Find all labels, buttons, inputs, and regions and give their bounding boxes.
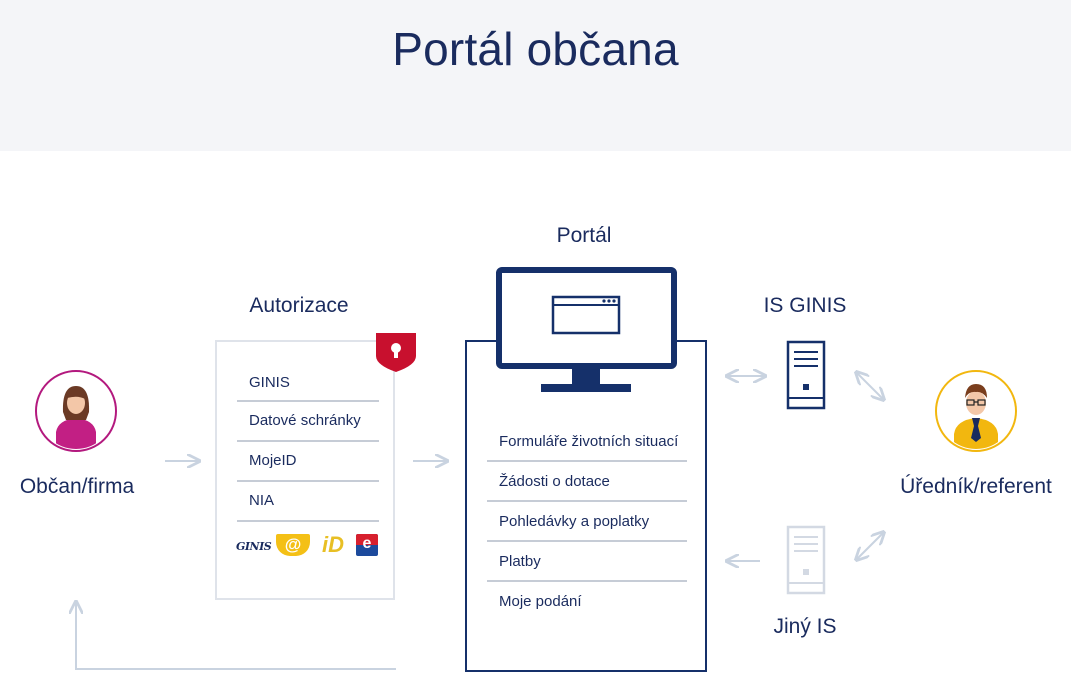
is-ginis-label: IS GINIS	[763, 294, 847, 317]
portal-item-zadosti[interactable]: Žádosti o dotace	[487, 462, 687, 502]
portal-item-platby[interactable]: Platby	[487, 542, 687, 582]
server-icon-ginis	[786, 340, 826, 410]
arrow-other-official	[857, 533, 883, 559]
auth-logos: GINIS @ iD e	[236, 532, 381, 562]
citizen-avatar-icon	[35, 370, 117, 452]
arrow-ginis-official	[857, 373, 883, 399]
arrow-return-to-citizen	[76, 603, 396, 670]
auth-item-ginis[interactable]: GINIS	[237, 364, 379, 402]
ginis-logo: GINIS	[236, 540, 272, 553]
portal-item-pohledavky[interactable]: Pohledávky a poplatky	[487, 502, 687, 542]
authorization-list: GINIS Datové schránky MojeID NIA	[237, 364, 379, 522]
citizen-label: Občan/firma	[19, 475, 135, 498]
official-label: Úředník/referent	[900, 475, 1052, 498]
auth-item-mojeid[interactable]: MojeID	[237, 442, 379, 482]
header-band	[0, 0, 1071, 151]
datove-schranky-logo: @	[276, 534, 310, 556]
auth-item-nia[interactable]: NIA	[237, 482, 379, 522]
eidentita-logo: e	[356, 534, 378, 556]
page-title: Portál občana	[392, 23, 679, 75]
mojeid-logo: iD	[322, 532, 344, 557]
auth-item-datove-schranky[interactable]: Datové schránky	[237, 402, 379, 442]
portal-item-formulare[interactable]: Formuláře životních situací	[487, 422, 687, 462]
portal-list: Formuláře životních situací Žádosti o do…	[487, 422, 687, 622]
portal-box: Formuláře životních situací Žádosti o do…	[465, 340, 707, 672]
authorization-box: GINIS Datové schránky MojeID NIA	[215, 340, 395, 600]
official-avatar-icon	[935, 370, 1017, 452]
portal-label: Portál	[556, 224, 612, 247]
server-icon-other	[786, 525, 826, 595]
other-is-label: Jiný IS	[773, 615, 837, 638]
authorization-label: Autorizace	[249, 294, 349, 317]
portal-item-moje-podani[interactable]: Moje podání	[499, 593, 582, 610]
